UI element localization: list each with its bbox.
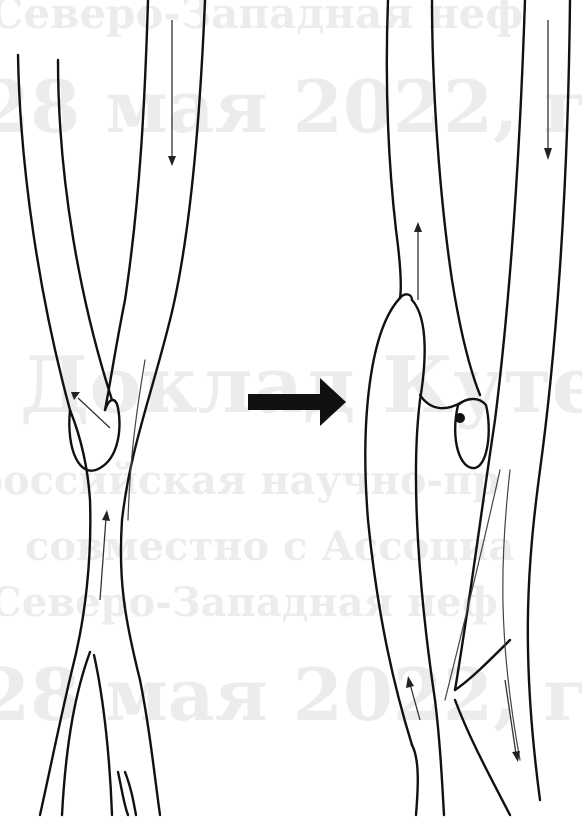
flow-arrow-up-right (414, 222, 422, 300)
watermark-line-4: российская научно-пр (0, 457, 500, 504)
watermark-line-2: 28 мая 2022, г. С (0, 64, 582, 149)
watermark-line-5: совместно с Ассоциа (25, 523, 514, 570)
watermark-line-3: Доклад Куте (20, 340, 582, 431)
watermark-line-1: Северо-Западная неф (0, 0, 523, 38)
watermark: Северо-Западная неф 28 мая 2022, г. С До… (0, 0, 582, 737)
watermark-line-7: 28 мая 2022, г. С (0, 652, 582, 737)
